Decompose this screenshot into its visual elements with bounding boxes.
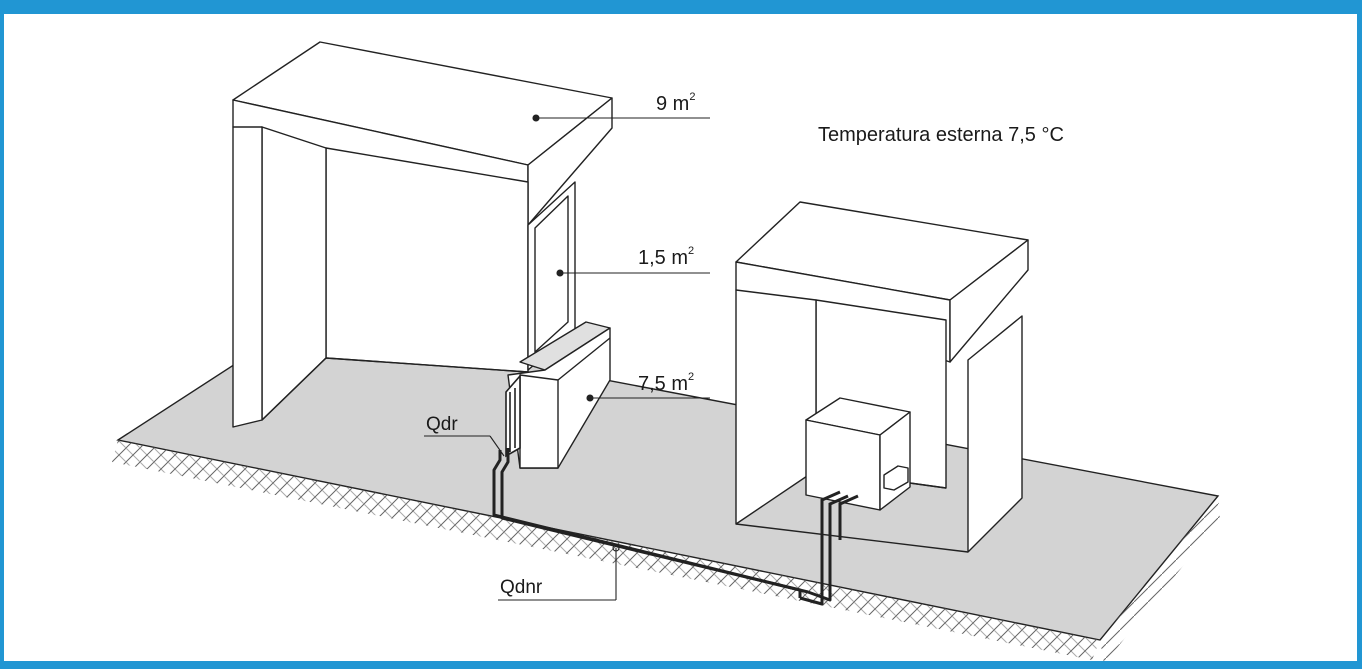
window-area-label: 1,5 m2 [638, 245, 694, 269]
roof-area-exponent: 2 [689, 91, 695, 103]
boiler-pipes [820, 490, 859, 540]
qdnr-label: Qdnr [500, 577, 543, 598]
wall-area-value: 7,5 m [638, 373, 688, 395]
building-right [735, 201, 1029, 553]
window-area-value: 1,5 m [638, 247, 688, 269]
radiator [505, 373, 521, 458]
window-area-exponent: 2 [688, 245, 694, 257]
building-left [232, 41, 613, 469]
temperature-note: Temperatura esterna 7,5 °C [818, 124, 1064, 146]
wall-area-exponent: 2 [688, 371, 694, 383]
boiler [805, 397, 911, 511]
roof-area-value: 9 m [656, 93, 689, 115]
qdr-label: Qdr [426, 414, 458, 435]
soil-hatching [112, 440, 1220, 664]
wall-area-label: 7,5 m2 [638, 371, 694, 395]
leader-lines [424, 114, 710, 601]
roof-area-label: 9 m2 [656, 91, 695, 115]
pipes [492, 448, 832, 606]
